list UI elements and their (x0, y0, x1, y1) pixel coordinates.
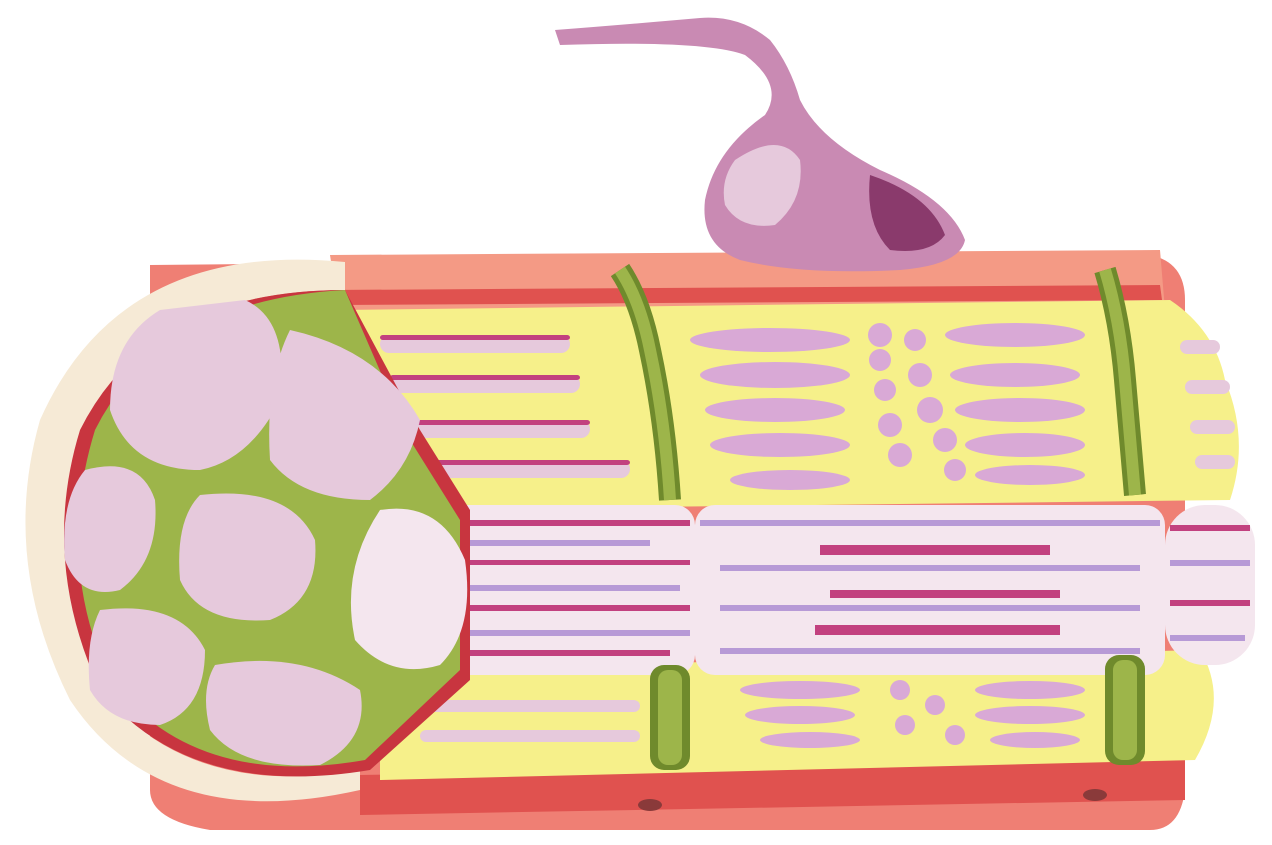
nerve-terminal (555, 18, 965, 272)
